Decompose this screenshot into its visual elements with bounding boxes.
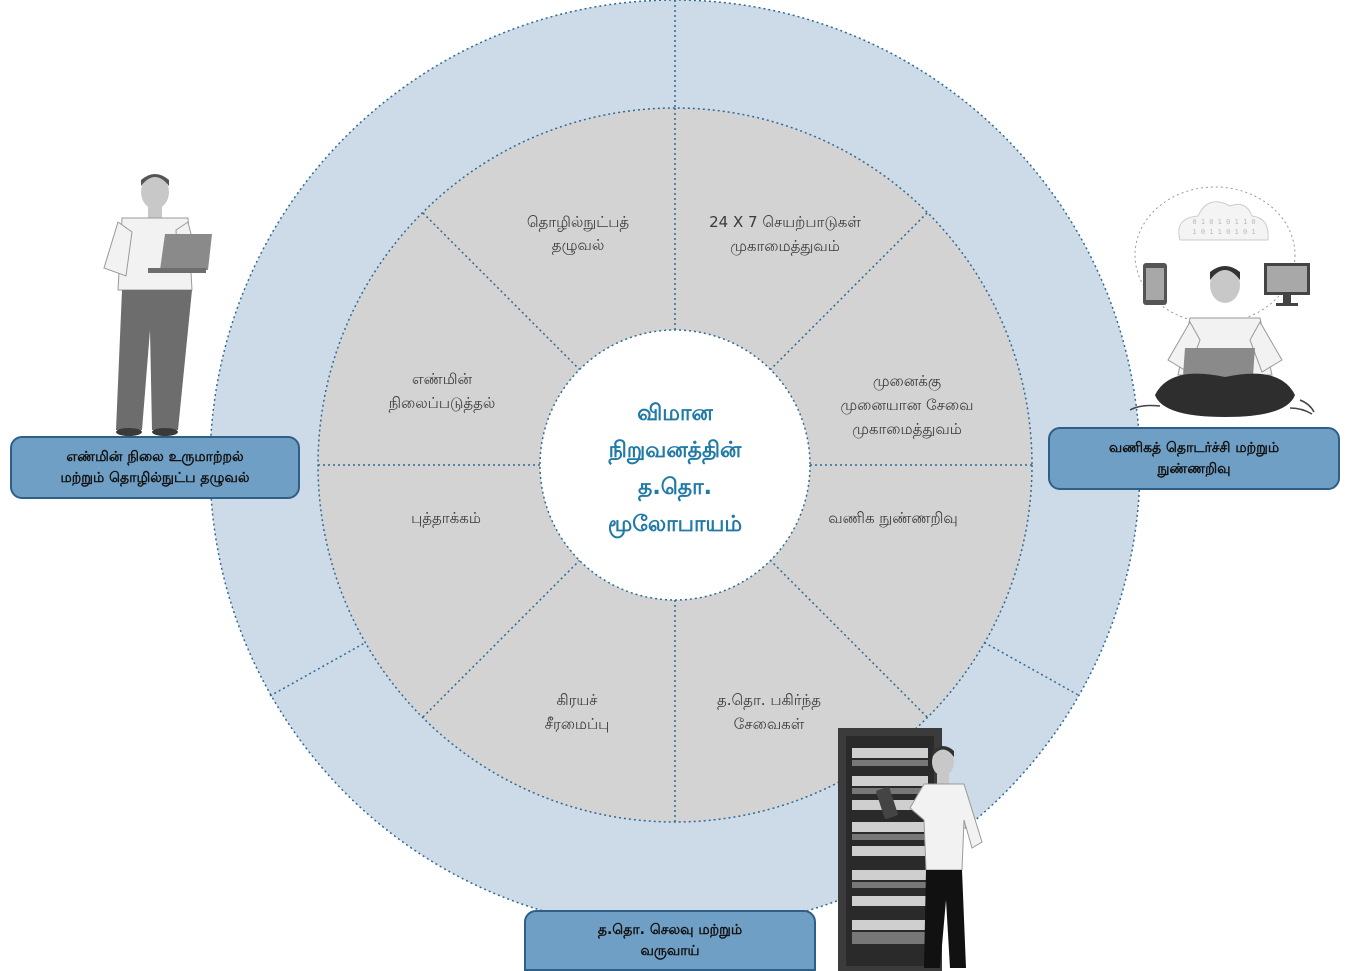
segment-business-intelligence: வணிக நுண்ணறிவு <box>828 509 957 527</box>
segment-technology-adoption-line-2: தழுவல் <box>552 236 605 255</box>
segment-operations-line-2: முகாமைத்துவம் <box>730 237 840 255</box>
center-line-4: மூலோபாயம் <box>608 512 742 539</box>
segment-cost-alignment-line-1: கிரயச் <box>556 691 598 709</box>
center-line-1: விமான <box>637 401 713 426</box>
segment-operations-line-1: 24 X 7 செயற்பாடுகள் <box>709 213 861 231</box>
callout-left-line-2: மற்றும் தொழில்நுட்ப தழுவல் <box>60 469 250 486</box>
segment-end-to-end-line-3: முகாமைத்துவம் <box>852 420 962 438</box>
outer-ring-dividers <box>269 0 1081 697</box>
segment-shared-services-line-2: சேவைகள் <box>734 715 805 733</box>
callout-left-line-1: எண்மின் நிலை உருமாற்றல் <box>66 448 244 465</box>
segment-dividers <box>318 108 1032 822</box>
person-with-laptop-icon <box>103 174 212 436</box>
callout-it-cost-revenue: த.தொ. செலவு மற்றும் வருவாய் <box>524 910 816 971</box>
center-line-3: த.தொ. <box>638 475 712 502</box>
segment-technology-adoption-line-1: தொழில்நுட்பத் <box>527 213 630 231</box>
center-line-2: நிறுவனத்தின் <box>608 438 742 465</box>
callout-bottom-line-1: த.தொ. செலவு மற்றும் <box>597 921 743 938</box>
segment-shared-services-line-1: த.தொ. பகிர்ந்த <box>717 691 821 709</box>
center-circle <box>539 329 811 601</box>
person-tablet-server-rack-icon <box>838 728 983 971</box>
svg-text:1 0 1 1 0 1 0 1: 1 0 1 1 0 1 0 1 <box>1192 228 1255 236</box>
segment-digital-positioning-line-1: எண்மின் <box>412 370 473 388</box>
segment-cost-alignment-line-2: சீரமைப்பு <box>545 715 610 733</box>
svg-text:0 1 0 1 0 1 1 0: 0 1 0 1 0 1 1 0 <box>1192 218 1255 226</box>
callout-digital-transformation: எண்மின் நிலை உருமாற்றல் மற்றும் தொழில்நு… <box>10 436 300 499</box>
segment-digital-positioning-line-2: நிலைப்படுத்தல் <box>389 394 496 412</box>
callout-bottom-line-2: வருவாய் <box>640 942 700 959</box>
segment-innovation: புத்தாக்கம் <box>411 509 481 527</box>
callout-right-line-2: நுண்ணறிவு <box>1157 460 1231 477</box>
callout-business-continuity: வணிகத் தொடர்ச்சி மற்றும் நுண்ணறிவு <box>1048 427 1340 490</box>
center-title: விமான நிறுவனத்தின் த.தொ. மூலோபாயம் <box>608 401 742 539</box>
segment-end-to-end-line-2: முனையான சேவை <box>841 396 974 414</box>
callout-right-line-1: வணிகத் தொடர்ச்சி மற்றும் <box>1108 439 1280 456</box>
segment-end-to-end-line-1: முனைக்கு <box>873 372 941 391</box>
segment-labels: தொழில்நுட்பத் தழுவல் 24 X 7 செயற்பாடுகள்… <box>389 213 974 733</box>
person-sitting-cloud-devices-icon: 0 1 0 1 0 1 1 0 1 0 1 1 0 1 0 1 <box>1129 186 1315 417</box>
